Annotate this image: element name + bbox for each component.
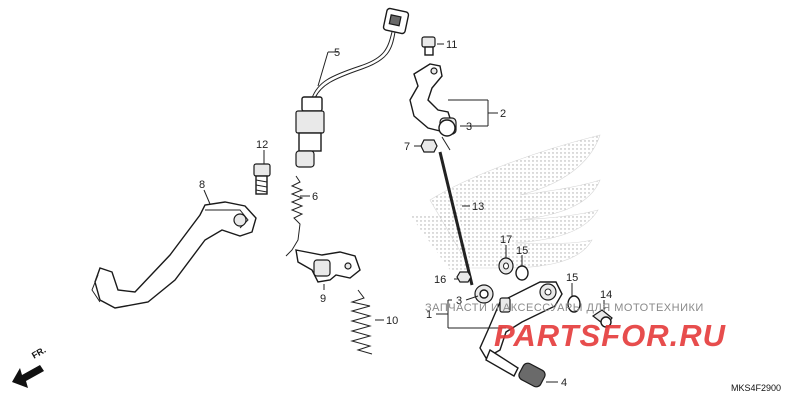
callout-4: 4: [561, 377, 567, 389]
callout-13: 13: [472, 201, 484, 213]
part-7-nut: [420, 139, 438, 153]
part-10-spring: [350, 289, 373, 355]
callout-14: 14: [600, 289, 612, 301]
callout-5: 5: [334, 47, 340, 59]
callout-15-lower: 15: [566, 272, 578, 284]
part-11-bolt: [421, 36, 436, 56]
callout-8: 8: [199, 179, 205, 191]
part-5-switch-sensor: [295, 7, 410, 168]
callout-17: 17: [500, 234, 512, 246]
part-3-ball-joint-lower: [474, 284, 494, 304]
callout-11: 11: [446, 39, 457, 51]
part-12-bolt: [253, 163, 271, 195]
callout-3-lower: 3: [456, 295, 462, 307]
callout-1: 1: [426, 309, 432, 321]
callout-9: 9: [320, 293, 326, 305]
part-6-spring: [285, 175, 304, 257]
part-15-oring-lower: [567, 295, 581, 313]
callout-7: 7: [404, 141, 410, 153]
watermark-tagline: ЗАПЧАСТИ И АКСЕССУАРЫ ДЛЯ МОТОТЕХНИКИ: [425, 302, 704, 314]
leader-lines: [203, 43, 605, 383]
callout-3-upper: 3: [466, 121, 472, 133]
part-3-ball-joint-upper: [438, 119, 456, 151]
part-9-arm: [295, 249, 361, 283]
part-13-shift-rod: [438, 151, 476, 286]
part-1-shift-lever: [479, 281, 563, 359]
part-17-washer: [498, 257, 514, 275]
callout-15-upper: 15: [516, 245, 528, 257]
part-15-oring-upper: [515, 265, 529, 281]
part-14-pivot-bolt: [591, 309, 613, 328]
callout-6: 6: [312, 191, 318, 203]
watermark-brand: PARTSFOR.RU: [494, 318, 727, 353]
diagram-code: MKS4F2900: [731, 383, 782, 393]
callout-16: 16: [434, 274, 446, 286]
callout-12: 12: [256, 139, 268, 151]
part-16-nut: [456, 271, 472, 283]
part-8-brake-pedal: [91, 201, 257, 309]
wing-logo-background: [410, 134, 601, 270]
callout-2: 2: [500, 108, 506, 120]
part-4-rubber: [485, 348, 546, 388]
callout-10: 10: [386, 315, 398, 327]
front-direction-arrow-icon: [12, 365, 44, 388]
